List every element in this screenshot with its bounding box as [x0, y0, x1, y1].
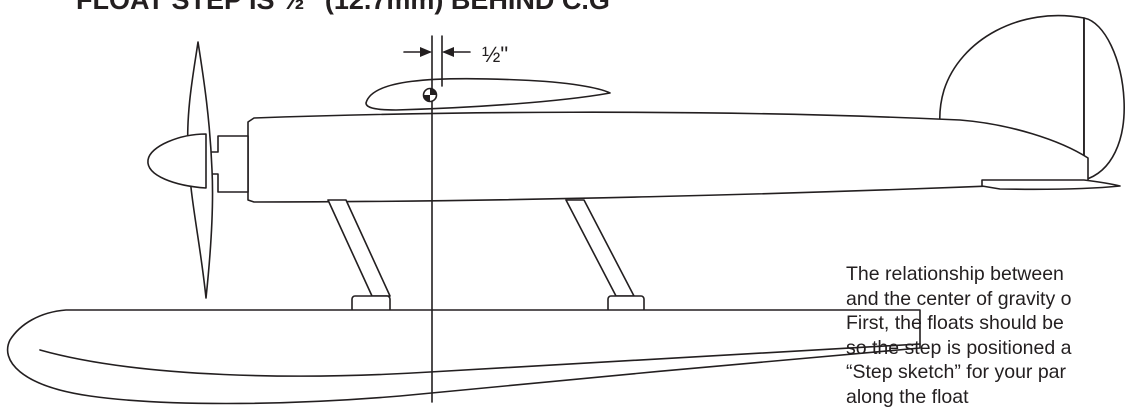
description-text: The relationship between and the center … [846, 262, 1144, 409]
float-struts [327, 199, 635, 297]
description-line: along the float [846, 385, 969, 408]
description-line: and the center of gravity o [846, 287, 1072, 310]
dimension-label: ½" [482, 42, 508, 67]
float [6, 309, 921, 405]
float-chine-line [39, 343, 921, 377]
spinner [147, 133, 207, 189]
description-line: The relationship between [846, 263, 1064, 285]
description-line: so the step is positioned a [846, 336, 1072, 359]
cg-marker [422, 87, 438, 103]
page-title: FLOAT STEP IS ½" (12.7mm) BEHIND C.G [76, 0, 610, 15]
description-line: “Step sketch” for your par [846, 361, 1067, 383]
fuselage [247, 111, 1089, 203]
description-line: First, the floats should be [846, 312, 1064, 334]
horizontal-stabilizer [981, 179, 1121, 191]
wing [365, 77, 611, 111]
engine [209, 135, 249, 193]
dimension-arrows [403, 47, 471, 57]
